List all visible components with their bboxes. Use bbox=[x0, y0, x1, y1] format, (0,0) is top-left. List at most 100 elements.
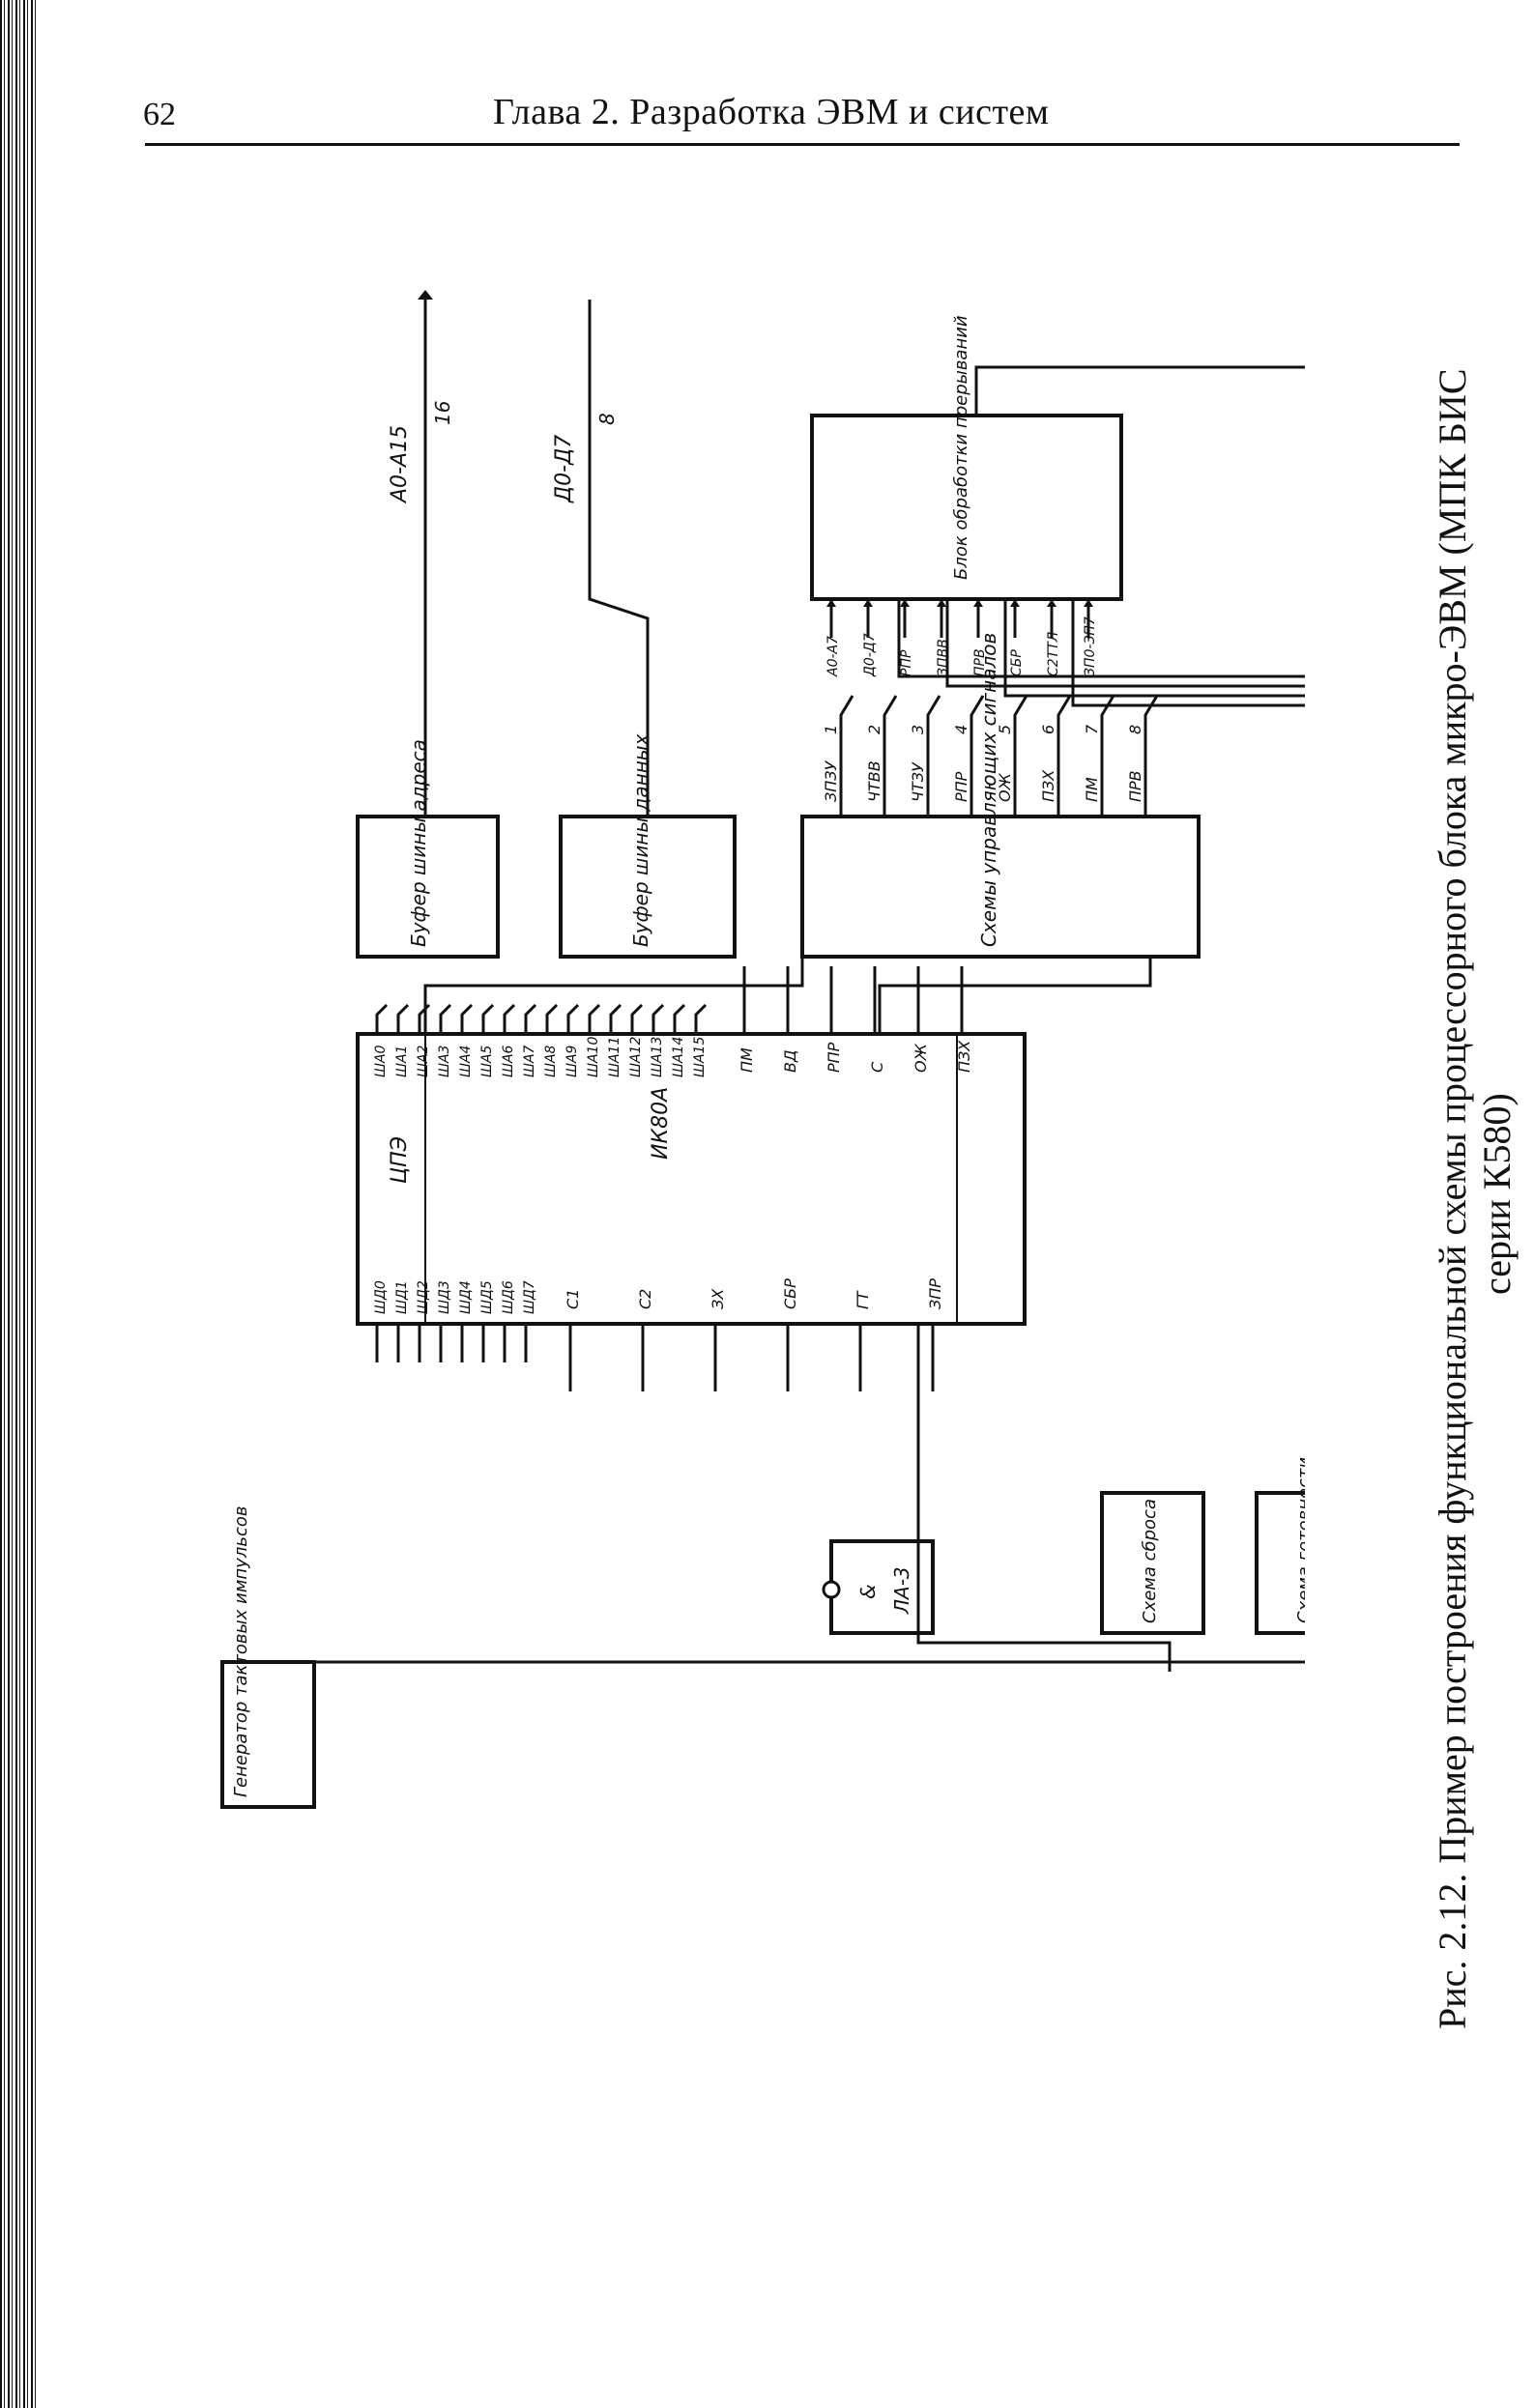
nand-gate-block: & ЛА-3 bbox=[822, 1539, 935, 1635]
address-pin-wire bbox=[673, 1003, 686, 1034]
address-pin-wire bbox=[566, 1003, 580, 1034]
data-bus: Д0-Д7 8 bbox=[552, 300, 650, 817]
cpu-address-pin: ША3 bbox=[437, 1046, 452, 1077]
data-buffer-block: Буфер шины данных bbox=[559, 733, 737, 959]
interrupt-input-label: ПРВ bbox=[972, 648, 988, 676]
cpu-data-pin: ШД1 bbox=[394, 1280, 410, 1314]
control-output-number: 1 bbox=[822, 725, 840, 734]
cpu-address-pin: ША2 bbox=[416, 1045, 431, 1077]
address-pin-wire bbox=[375, 1003, 389, 1034]
control-output-label: ПЗХ bbox=[1039, 769, 1057, 802]
cpu-output-pin: ОЖ bbox=[912, 1043, 930, 1073]
address-pin-wire bbox=[694, 1003, 708, 1034]
control-output-number: 4 bbox=[952, 725, 970, 734]
cpu-address-pin: ША12 bbox=[628, 1037, 644, 1077]
clock-generator-block: Генератор тактовых импульсов bbox=[220, 1506, 316, 1809]
cpu-part: ИК80А bbox=[649, 1087, 673, 1160]
arrow-icon bbox=[1047, 599, 1056, 607]
address-pin-wire bbox=[503, 1003, 516, 1034]
interrupt-input-label: С2ТТЛ bbox=[1046, 631, 1061, 676]
cpu-address-pin: ША7 bbox=[522, 1045, 537, 1077]
interrupt-input-label: ЗП0-ЗП7 bbox=[1083, 616, 1098, 676]
cpu-input-pin: СБР bbox=[781, 1278, 799, 1309]
data-bus-signal: Д0-Д7 bbox=[552, 435, 576, 503]
arrow-icon bbox=[937, 599, 946, 607]
cpu-address-pin: ША5 bbox=[479, 1045, 495, 1077]
cpu-data-pin: ШД2 bbox=[416, 1280, 431, 1314]
control-output-wire bbox=[839, 695, 854, 817]
address-pin-wire bbox=[396, 1003, 410, 1034]
address-pin-wire bbox=[545, 1003, 559, 1034]
cpu-title: ЦПЭ bbox=[388, 1136, 412, 1184]
arrow-icon bbox=[863, 599, 873, 607]
cpu-address-pin: ША6 bbox=[501, 1045, 516, 1077]
ready-block: Схема готовности bbox=[1255, 1457, 1360, 1635]
address-bus-signal: А0-А15 bbox=[388, 425, 412, 504]
block-diagram: ЦПЭ ИК80А ША0 ША1 ША2 ША3 ША4 ША5 ША6 ША7 ША8 ША9… bbox=[203, 290, 1534, 2126]
arrow-icon bbox=[1084, 599, 1093, 607]
cpu-address-pin: ША4 bbox=[458, 1046, 474, 1077]
address-pin-wire bbox=[439, 1003, 452, 1034]
cpu-data-pin: ШД3 bbox=[437, 1280, 452, 1314]
arrow-icon bbox=[973, 599, 983, 607]
control-output-label: ПМ bbox=[1083, 777, 1101, 802]
cpu-input-pin: С1 bbox=[564, 1289, 582, 1309]
address-buffer-block: Буфер шины адреса bbox=[356, 739, 500, 959]
interrupt-input-label: СБР bbox=[1009, 649, 1025, 676]
cpu-data-pin: ШД7 bbox=[522, 1280, 537, 1314]
control-output-number: 2 bbox=[865, 725, 883, 734]
cpu-input-pin: ЗХ bbox=[709, 1288, 727, 1309]
interrupt-input-label: А0-А7 bbox=[825, 636, 841, 677]
gate-symbol: & bbox=[856, 1584, 880, 1599]
cpu-address-pin: ША9 bbox=[564, 1045, 580, 1077]
control-output-number: 8 bbox=[1126, 725, 1144, 734]
control-output-wire bbox=[883, 695, 898, 817]
page-number: 62 bbox=[143, 97, 176, 132]
control-output-wire bbox=[1100, 695, 1115, 817]
header-rule bbox=[145, 143, 1460, 146]
reset-title: Схема сброса bbox=[1140, 1499, 1160, 1623]
figure-caption: Рис. 2.12. Пример построения функциональ… bbox=[1431, 193, 1520, 2029]
control-output-wire bbox=[970, 695, 985, 817]
control-output-label: ПРВ bbox=[1126, 770, 1144, 802]
cpu-block: ЦПЭ ИК80А ША0 ША1 ША2 ША3 ША4 ША5 ША6 ША7 ША8 ША9… bbox=[356, 966, 1027, 1391]
diagram-svg: ЦПЭ ИК80А ША0 ША1 ША2 ША3 ША4 ША5 ША6 ША7 ША8 ША9… bbox=[220, 290, 1534, 1809]
data-bus-width: 8 bbox=[595, 413, 619, 425]
address-pin-wire bbox=[524, 1003, 537, 1034]
address-bus: А0-А15 16 bbox=[388, 290, 454, 817]
running-head: Глава 2. Разработка ЭВМ и систем bbox=[493, 92, 1050, 132]
book-binding-edge bbox=[0, 0, 37, 2408]
arrow-icon bbox=[1010, 599, 1020, 607]
address-pin-wire bbox=[630, 1003, 644, 1034]
cpu-output-pin: ВД bbox=[781, 1050, 799, 1073]
interrupt-title: Блок обработки прерываний bbox=[951, 315, 971, 580]
cpu-address-pin: ША1 bbox=[394, 1046, 410, 1077]
control-output-number: 6 bbox=[1039, 725, 1057, 734]
cpu-input-pin: С2 bbox=[636, 1289, 654, 1309]
cpu-address-pin: ША0 bbox=[373, 1045, 389, 1077]
control-output-label: ЧТЗУ bbox=[909, 761, 927, 802]
caption-line-1: Рис. 2.12. Пример построения функциональ… bbox=[1431, 368, 1474, 2029]
cpu-address-pin: ША15 bbox=[692, 1037, 708, 1077]
cpu-address-pin: ША10 bbox=[586, 1037, 601, 1077]
control-output-wire bbox=[1143, 695, 1159, 817]
control-output-number: 3 bbox=[909, 725, 927, 734]
cpu-output-pin: С bbox=[868, 1061, 886, 1073]
cpu-output-pin: ПМ bbox=[738, 1047, 756, 1073]
cpu-address-pin: ША14 bbox=[671, 1037, 686, 1077]
cpu-output-pin: ПЗХ bbox=[955, 1040, 973, 1073]
control-output-wire bbox=[1013, 695, 1028, 817]
address-pin-wire bbox=[481, 1003, 495, 1034]
cpu-address-pin: ША8 bbox=[543, 1045, 559, 1077]
address-pin-wire bbox=[588, 1003, 601, 1034]
cpu-address-pin: ША13 bbox=[650, 1037, 665, 1077]
interrupt-input-label: РПР bbox=[899, 649, 914, 676]
cpu-data-pin: ШД6 bbox=[501, 1280, 516, 1314]
caption-line-2: серии К580) bbox=[1475, 1093, 1519, 1295]
reset-block: Схема сброса bbox=[1100, 1491, 1205, 1635]
clock-title: Генератор тактовых импульсов bbox=[231, 1506, 251, 1797]
control-output-wire bbox=[1056, 695, 1072, 817]
control-output-wire bbox=[926, 695, 941, 817]
cpu-input-pin: ЗПР bbox=[926, 1278, 944, 1309]
